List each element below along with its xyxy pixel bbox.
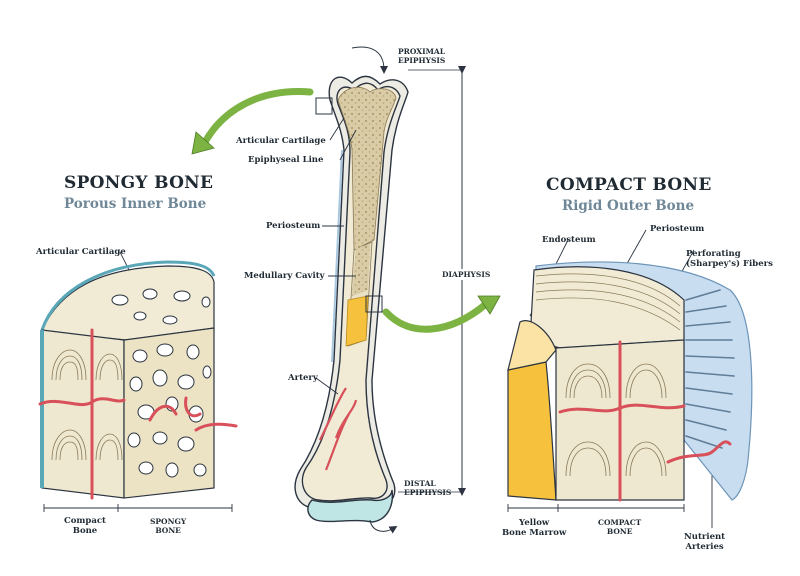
- spongy-bone-line1: SPONGY: [150, 517, 187, 526]
- periosteum-label: Periosteum: [266, 221, 321, 231]
- spongy-compact-bone-label: Compact Bone: [64, 516, 106, 536]
- spongy-articular-cartilage-label: Articular Cartilage: [36, 247, 126, 257]
- artery-label: Artery: [288, 373, 318, 383]
- compact-title: COMPACT BONE: [546, 175, 712, 195]
- spongy-bone-caption: SPONGY BONE: [150, 517, 186, 535]
- compact-bone-caption: COMPACT BONE: [598, 518, 641, 536]
- proximal-epiphysis-label: PROXIMAL EPIPHYSIS: [398, 47, 445, 65]
- nutrient-arteries-line1: Nutrient: [684, 532, 726, 542]
- perforating-fibers-line2: (Sharpey's) Fibers: [686, 259, 773, 269]
- compact-subtitle: Rigid Outer Bone: [562, 198, 695, 214]
- spongy-title: SPONGY BONE: [64, 173, 214, 193]
- compact-bone-caption-line2: BONE: [606, 527, 633, 536]
- compact-bone-line1: Compact: [64, 516, 106, 526]
- compact-periosteum-label: Periosteum: [650, 224, 705, 234]
- nutrient-arteries-line2: Arteries: [685, 542, 724, 552]
- articular-cartilage-label: Articular Cartilage: [236, 136, 326, 146]
- compact-bone-block: [507, 261, 753, 502]
- yellow-bone-marrow-label: Yellow Bone Marrow: [502, 518, 566, 538]
- spongy-subtitle: Porous Inner Bone: [64, 196, 207, 212]
- proximal-epiphysis-line2: EPIPHYSIS: [398, 56, 446, 65]
- medullary-cavity-label: Medullary Cavity: [244, 271, 325, 281]
- yellow-bone-marrow-line1: Yellow: [519, 518, 550, 528]
- epiphyseal-line-label: Epiphyseal Line: [248, 155, 324, 165]
- perforating-fibers-label: Perforating (Sharpey's) Fibers: [686, 249, 773, 269]
- proximal-epiphysis-line1: PROXIMAL: [398, 47, 445, 56]
- distal-epiphysis-line2: EPIPHYSIS: [404, 488, 452, 497]
- yellow-bone-marrow-line2: Bone Marrow: [502, 528, 567, 538]
- green-arrow-right: [382, 300, 490, 333]
- spongy-bone-block: [38, 260, 238, 500]
- distal-epiphysis-line1: DISTAL: [404, 479, 436, 488]
- perforating-fibers-line1: Perforating: [686, 249, 741, 259]
- distal-epiphysis-label: DISTAL EPIPHYSIS: [404, 479, 451, 497]
- diaphysis-label: DIAPHYSIS: [440, 269, 493, 280]
- nutrient-arteries-label: Nutrient Arteries: [684, 532, 725, 552]
- green-arrow-left: [200, 88, 314, 148]
- compact-bone-line2: Bone: [72, 526, 98, 536]
- spongy-bone-line2: BONE: [155, 526, 181, 535]
- compact-bone-caption-line1: COMPACT: [598, 518, 642, 527]
- long-bone: [294, 75, 409, 523]
- endosteum-label: Endosteum: [542, 235, 596, 245]
